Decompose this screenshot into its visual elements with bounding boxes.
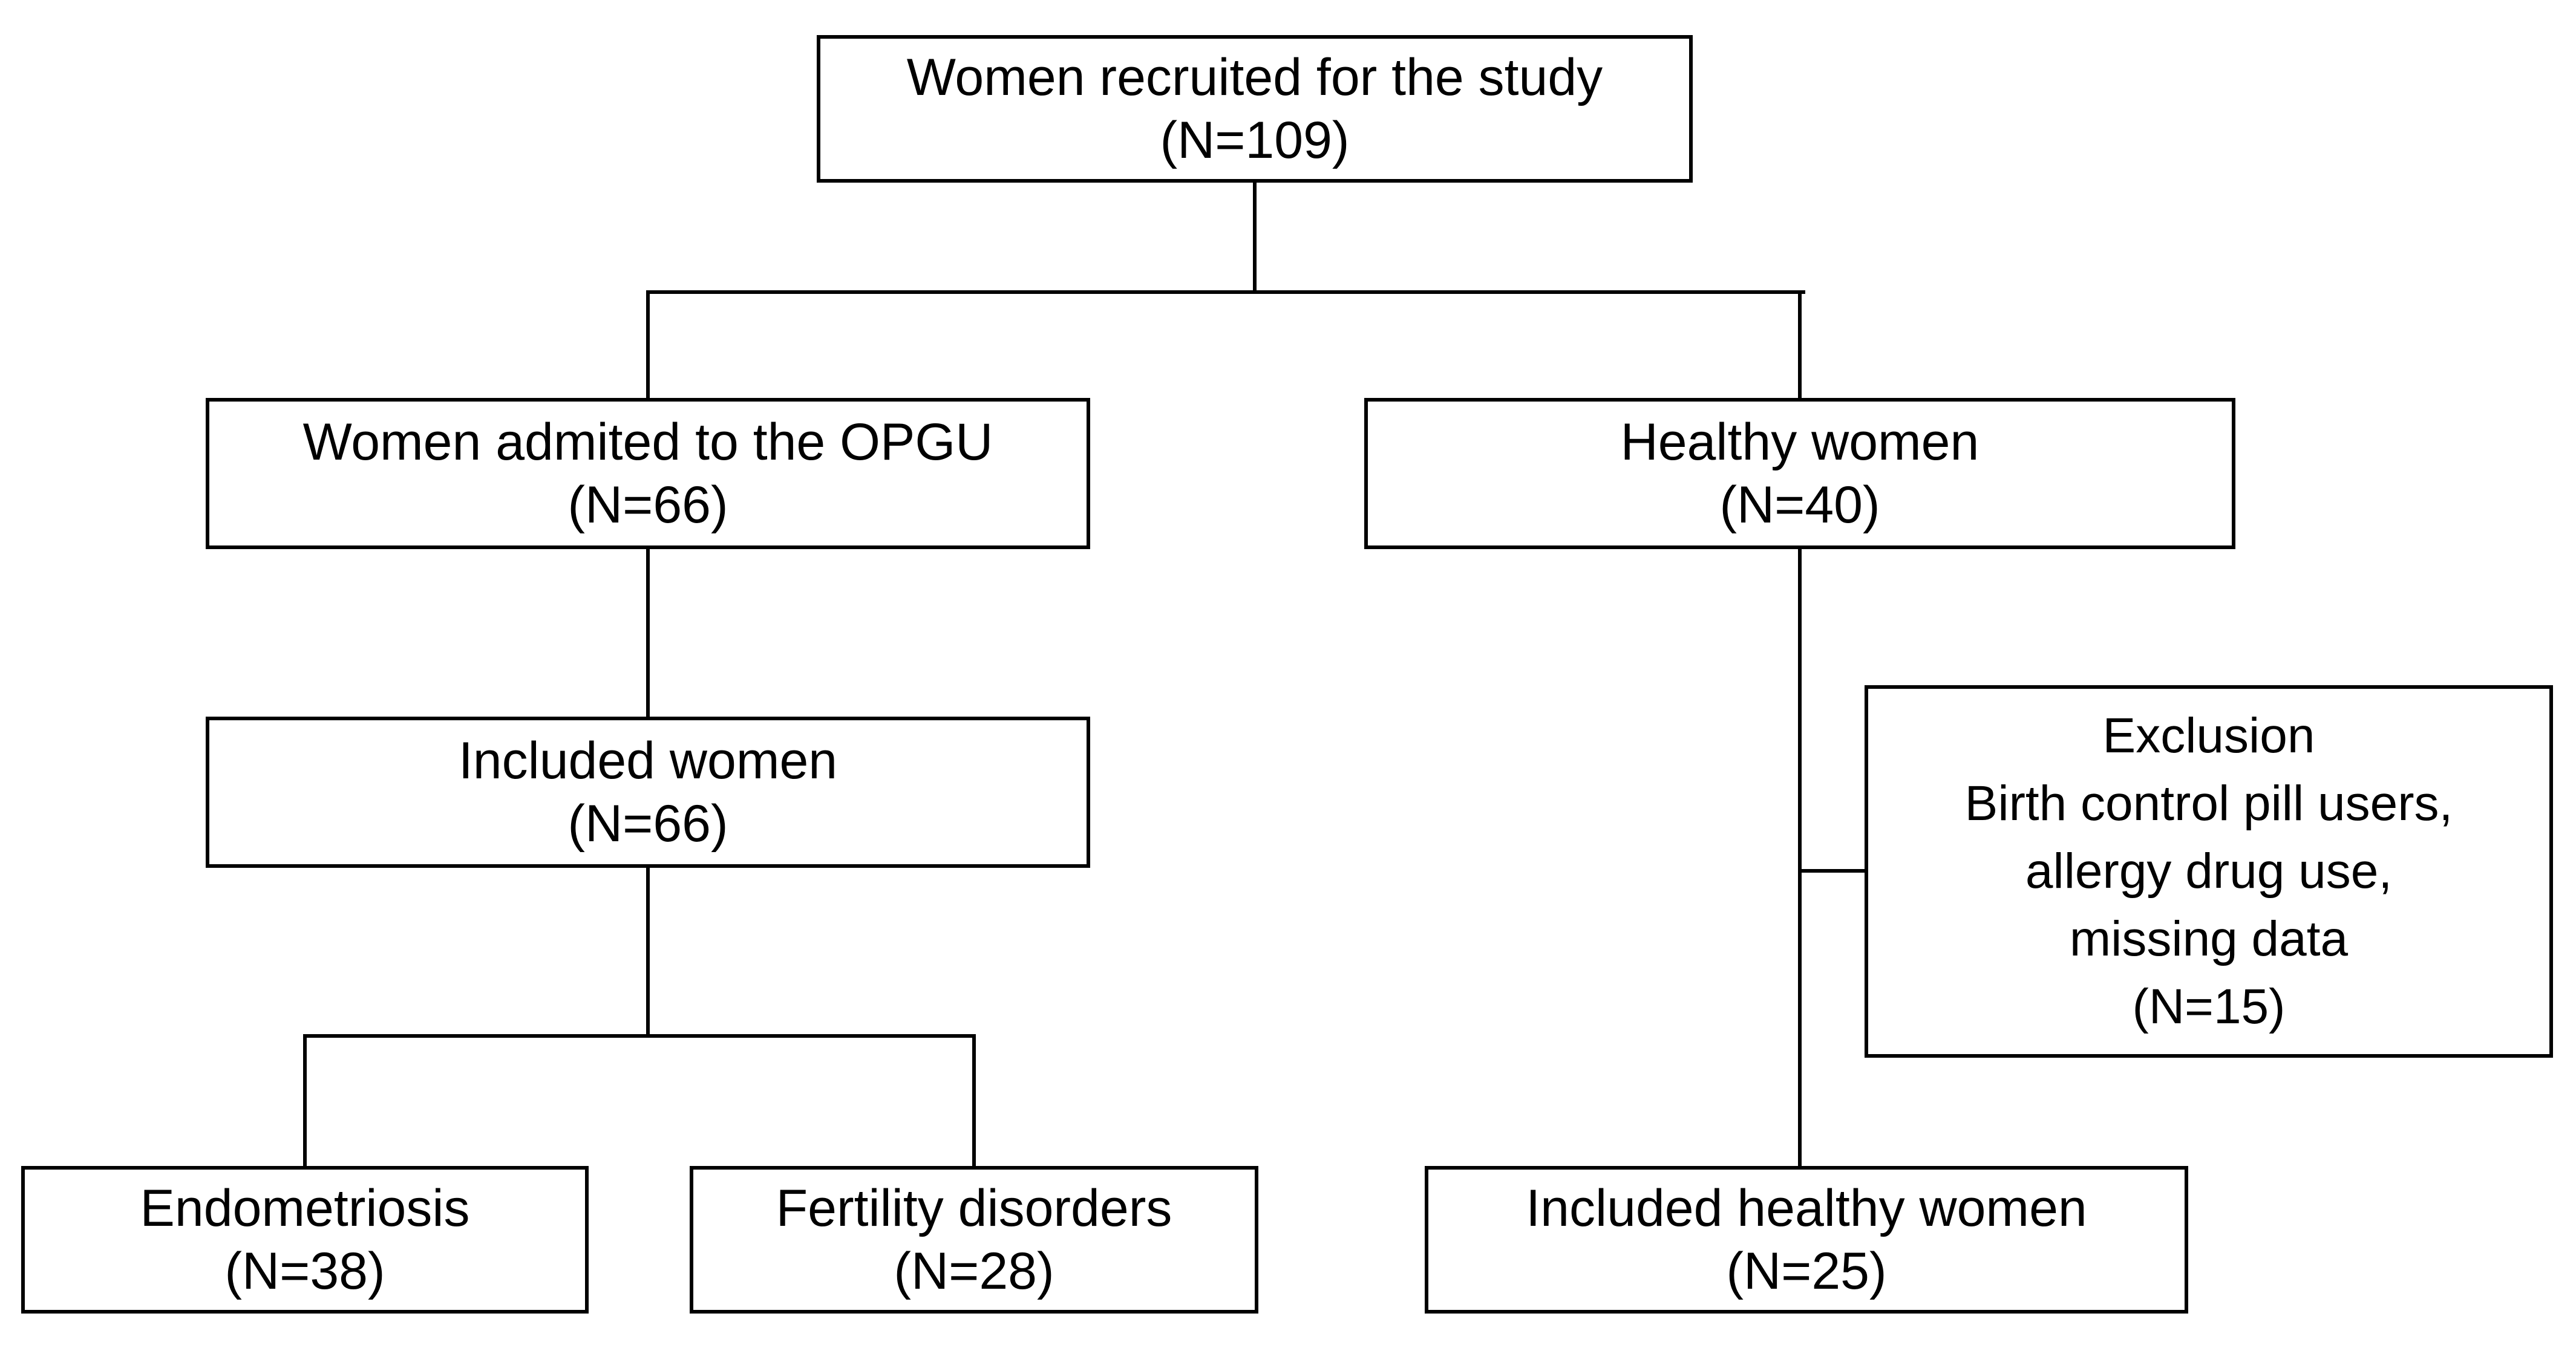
node-included-healthy-women: Included healthy women (N=25) xyxy=(1425,1166,2188,1314)
node-admitted-opgu: Women admited to the OPGU (N=66) xyxy=(206,398,1090,549)
node-admitted-label: Women admited to the OPGU xyxy=(302,413,993,471)
node-recruited-label: Women recruited for the study xyxy=(906,48,1603,106)
node-exclusion: Exclusion Birth control pill users, alle… xyxy=(1865,685,2553,1058)
node-fertility-label: Fertility disorders xyxy=(776,1179,1172,1237)
connector-bottom-split-horizontal xyxy=(303,1034,976,1038)
node-fertility-count: (N=28) xyxy=(894,1242,1054,1300)
connector-healthy-to-included-healthy xyxy=(1798,547,1802,1168)
node-admitted-count: (N=66) xyxy=(567,476,728,534)
connector-to-healthy xyxy=(1798,290,1802,400)
connector-to-fertility xyxy=(972,1034,976,1168)
node-included-women: Included women (N=66) xyxy=(206,717,1090,868)
node-endometriosis-label: Endometriosis xyxy=(140,1179,470,1237)
node-included-women-count: (N=66) xyxy=(567,795,728,853)
node-endometriosis: Endometriosis (N=38) xyxy=(21,1166,589,1314)
connector-to-admitted xyxy=(646,290,650,400)
node-healthy-count: (N=40) xyxy=(1719,476,1880,534)
connector-root-down xyxy=(1253,183,1257,291)
connector-to-endometriosis xyxy=(303,1034,307,1168)
node-exclusion-line1: Birth control pill users, xyxy=(1964,776,2453,831)
node-healthy-women: Healthy women (N=40) xyxy=(1364,398,2235,549)
node-endometriosis-count: (N=38) xyxy=(224,1242,385,1300)
node-exclusion-line2: allergy drug use, xyxy=(2025,844,2393,899)
node-exclusion-count: (N=15) xyxy=(2132,979,2286,1034)
node-included-healthy-label: Included healthy women xyxy=(1526,1179,2087,1237)
node-fertility-disorders: Fertility disorders (N=28) xyxy=(690,1166,1258,1314)
node-healthy-label: Healthy women xyxy=(1620,413,1979,471)
connector-included-down xyxy=(646,865,650,1038)
node-exclusion-line3: missing data xyxy=(2069,911,2349,966)
node-recruited-count: (N=109) xyxy=(1160,111,1350,169)
connector-admitted-to-included xyxy=(646,547,650,719)
node-recruited: Women recruited for the study (N=109) xyxy=(817,35,1693,183)
node-exclusion-title: Exclusion xyxy=(2102,708,2315,763)
connector-top-split-horizontal xyxy=(646,290,1805,294)
connector-to-exclusion xyxy=(1798,869,1868,873)
node-included-healthy-count: (N=25) xyxy=(1726,1242,1887,1300)
node-included-women-label: Included women xyxy=(458,732,838,790)
